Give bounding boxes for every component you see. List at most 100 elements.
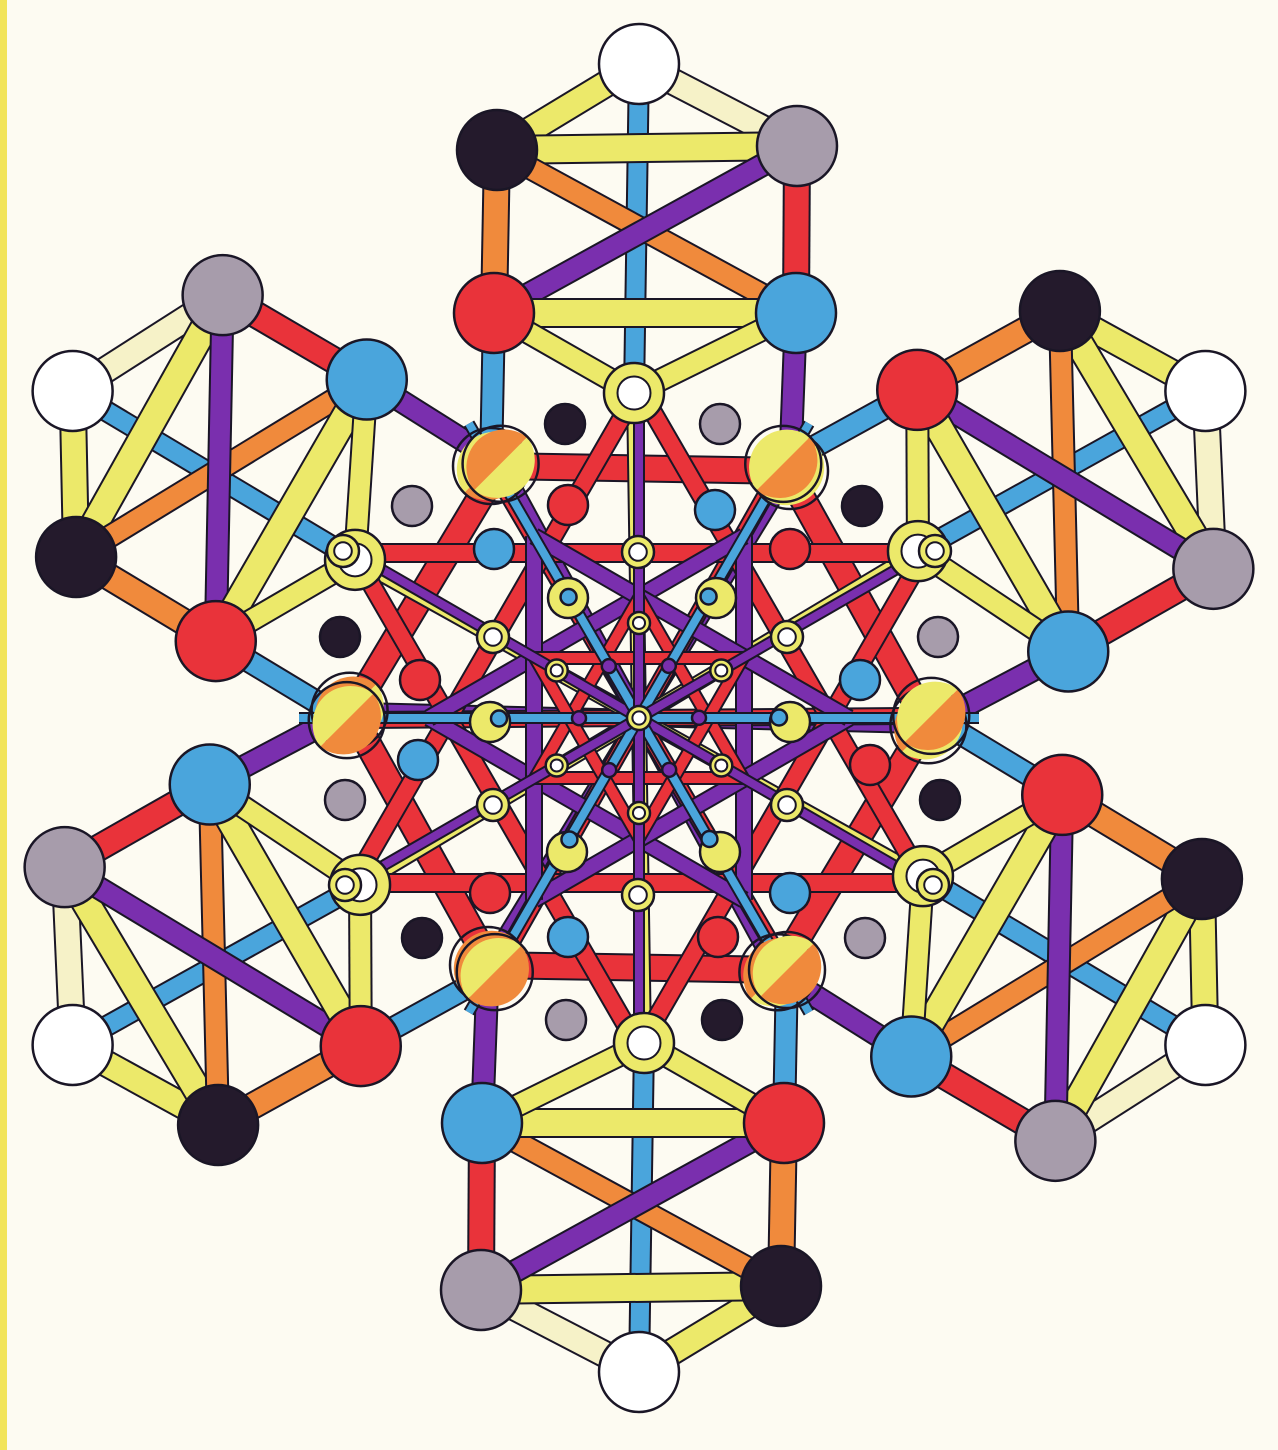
ring-inner bbox=[628, 1027, 661, 1060]
node-sphere bbox=[757, 106, 837, 186]
ring-node bbox=[546, 660, 568, 682]
ring-inner bbox=[334, 542, 352, 560]
ring-inner bbox=[618, 377, 651, 410]
center-sphere bbox=[662, 763, 676, 777]
node-sphere bbox=[441, 1250, 521, 1330]
center-sphere bbox=[491, 711, 507, 727]
small-sphere bbox=[920, 780, 960, 820]
node-sphere bbox=[756, 273, 836, 353]
ring-node bbox=[327, 535, 359, 567]
ring-inner bbox=[551, 664, 563, 676]
split-sphere bbox=[749, 932, 825, 1008]
ring-node bbox=[628, 802, 650, 824]
node-sphere bbox=[442, 1083, 522, 1163]
node-sphere bbox=[33, 351, 113, 431]
split-sphere bbox=[309, 682, 385, 758]
center-sphere bbox=[572, 711, 586, 725]
split-sphere bbox=[463, 426, 539, 502]
small-sphere bbox=[398, 740, 438, 780]
ring-node bbox=[614, 1013, 674, 1073]
small-sphere bbox=[770, 529, 810, 569]
node-sphere bbox=[599, 24, 679, 104]
ring-node bbox=[604, 363, 664, 423]
rod-4 bbox=[497, 146, 797, 150]
small-sphere bbox=[470, 873, 510, 913]
small-sphere bbox=[770, 873, 810, 913]
small-sphere bbox=[918, 617, 958, 657]
ring-node bbox=[628, 612, 650, 634]
rod-fill bbox=[216, 295, 223, 641]
center-sphere bbox=[602, 763, 616, 777]
ring-node bbox=[622, 536, 654, 568]
node-sphere bbox=[1165, 351, 1245, 431]
node-sphere bbox=[1162, 839, 1242, 919]
ring-node bbox=[622, 879, 654, 911]
node-sphere bbox=[25, 827, 105, 907]
node-sphere bbox=[36, 517, 116, 597]
small-sphere bbox=[845, 918, 885, 958]
ring-node bbox=[627, 706, 651, 730]
ring-node bbox=[919, 535, 951, 567]
ring-node bbox=[710, 660, 732, 682]
node-sphere bbox=[457, 110, 537, 190]
center-sphere bbox=[692, 711, 706, 725]
rod-fill bbox=[481, 1286, 781, 1290]
small-sphere bbox=[850, 745, 890, 785]
center-sphere bbox=[602, 659, 616, 673]
ring-node bbox=[710, 755, 732, 777]
ring-inner bbox=[633, 617, 645, 629]
ring-inner bbox=[484, 796, 502, 814]
ring-node bbox=[771, 789, 803, 821]
rod-fill bbox=[497, 146, 797, 150]
node-sphere bbox=[1015, 1101, 1095, 1181]
node-sphere bbox=[183, 255, 263, 335]
ring-inner bbox=[336, 876, 354, 894]
ring-inner bbox=[715, 664, 727, 676]
ring-inner bbox=[632, 711, 645, 724]
ring-inner bbox=[633, 807, 645, 819]
node-sphere bbox=[327, 340, 407, 420]
node-sphere bbox=[744, 1083, 824, 1163]
ring-node bbox=[771, 621, 803, 653]
node-sphere bbox=[1165, 1005, 1245, 1085]
center-sphere bbox=[701, 831, 717, 847]
split-sphere bbox=[457, 934, 533, 1010]
node-sphere bbox=[1173, 529, 1253, 609]
rod-42 bbox=[1055, 795, 1062, 1141]
center-sphere bbox=[561, 831, 577, 847]
node-sphere bbox=[877, 350, 957, 430]
ring-inner bbox=[551, 759, 563, 771]
node-sphere bbox=[1028, 611, 1108, 691]
ring-inner bbox=[484, 628, 502, 646]
center-sphere bbox=[561, 589, 577, 605]
ring-node bbox=[917, 869, 949, 901]
ring-inner bbox=[629, 886, 647, 904]
small-sphere bbox=[700, 404, 740, 444]
small-sphere bbox=[840, 660, 880, 700]
small-sphere bbox=[698, 917, 738, 957]
small-sphere bbox=[548, 485, 588, 525]
rod-93 bbox=[216, 295, 223, 641]
center-sphere bbox=[662, 659, 676, 673]
node-sphere bbox=[871, 1016, 951, 1096]
small-sphere bbox=[702, 1000, 742, 1040]
node-sphere bbox=[741, 1246, 821, 1326]
center-sphere bbox=[771, 709, 787, 725]
rod-55 bbox=[481, 1286, 781, 1290]
small-sphere bbox=[400, 660, 440, 700]
node-sphere bbox=[599, 1332, 679, 1412]
ring-inner bbox=[924, 876, 942, 894]
small-sphere bbox=[548, 917, 588, 957]
node-sphere bbox=[33, 1005, 113, 1085]
small-sphere bbox=[545, 404, 585, 444]
center-sphere bbox=[701, 589, 717, 605]
small-sphere bbox=[402, 918, 442, 958]
small-sphere bbox=[320, 617, 360, 657]
node-sphere bbox=[170, 745, 250, 825]
small-sphere bbox=[842, 486, 882, 526]
rod-fill bbox=[1055, 795, 1062, 1141]
node-sphere bbox=[454, 273, 534, 353]
node-sphere bbox=[1020, 271, 1100, 351]
